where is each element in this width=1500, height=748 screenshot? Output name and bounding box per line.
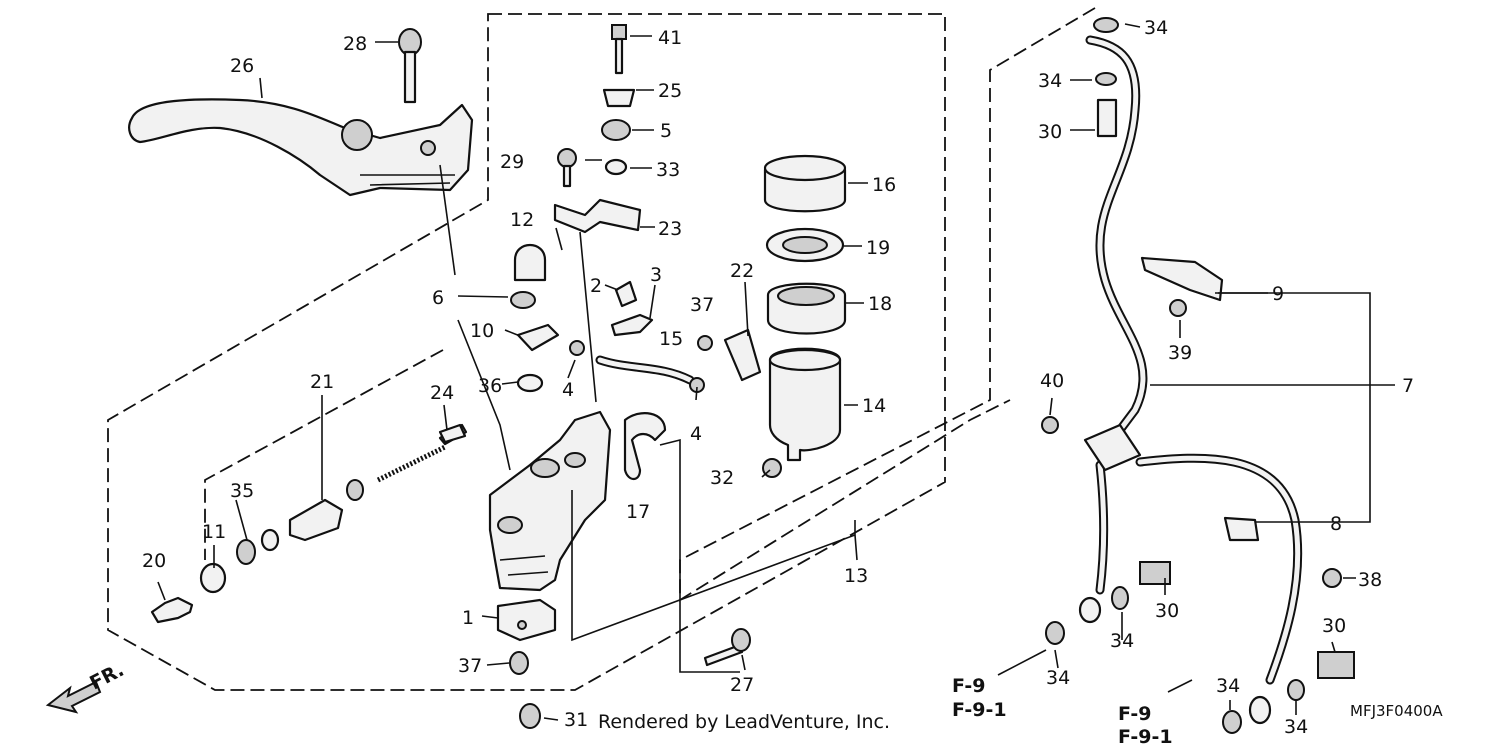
label-26: 26 [230,55,254,77]
label-30-top: 30 [1038,121,1062,143]
label-34-middle: 34 [1110,630,1134,652]
label-18: 18 [868,293,892,315]
label-40: 40 [1040,370,1064,392]
misc-bolts [509,628,751,729]
label-31: 31 [564,709,588,731]
label-38: 38 [1358,569,1382,591]
label-4-left: 4 [562,379,574,401]
brake-lever [128,98,474,197]
label-21: 21 [310,371,334,393]
label-32: 32 [710,467,734,489]
piston-set [150,423,468,624]
ref-f9-left[interactable]: F-9 [952,675,986,697]
brake-switch [496,598,557,642]
diagram-code: MFJ3F0400A [1350,702,1443,720]
holder-clamp [623,412,667,481]
label-34-second: 34 [1038,70,1062,92]
label-34-bottom-left: 34 [1216,675,1240,697]
label-2: 2 [590,275,602,297]
label-22: 22 [730,260,754,282]
label-37-upper: 37 [690,294,714,316]
pivot-bolt [398,28,422,104]
label-25: 25 [658,80,682,102]
label-27: 27 [730,674,754,696]
label-23: 23 [658,218,682,240]
front-label: FR. [86,659,127,695]
leader-lines [157,23,1395,721]
render-credit: Rendered by LeadVenture, Inc. [598,711,890,733]
brake-hoses [1041,17,1355,734]
label-30-middle: 30 [1155,600,1179,622]
label-24: 24 [430,382,454,404]
label-16: 16 [872,174,896,196]
reference-labels: F-9 F-9-1 F-9 F-9-1 [952,675,1173,748]
label-19: 19 [866,237,890,259]
assembly-outline-21 [204,349,444,560]
label-3: 3 [650,264,662,286]
label-13: 13 [844,565,868,587]
front-direction-arrow: FR. [45,659,128,714]
reservoir-hose [438,244,762,444]
label-33: 33 [656,159,680,181]
label-39: 39 [1168,342,1192,364]
reservoir-mount-parts [553,24,642,234]
label-17: 17 [626,501,650,523]
label-6: 6 [432,287,444,309]
label-41: 41 [658,27,682,49]
label-20: 20 [142,550,166,572]
label-9: 9 [1272,283,1284,305]
label-5: 5 [660,120,672,142]
label-14: 14 [862,395,886,417]
label-1: 1 [462,607,474,629]
label-36: 36 [478,375,502,397]
label-10: 10 [470,320,494,342]
assembly-outline-13 [107,13,946,691]
ref-f9-1-left[interactable]: F-9-1 [952,699,1007,721]
label-12: 12 [510,209,534,231]
reservoir [762,154,847,478]
ref-f9-1-right[interactable]: F-9-1 [1118,726,1173,748]
label-8: 8 [1330,513,1342,535]
label-34-top: 34 [1144,17,1168,39]
label-4-right: 4 [690,423,702,445]
label-15: 15 [659,328,683,350]
label-34-left: 34 [1046,667,1070,689]
master-cylinder-body [488,410,612,592]
part-labels: 26 28 41 25 5 29 33 16 23 12 19 22 2 3 6… [142,17,1414,738]
label-30-right: 30 [1322,615,1346,637]
label-34-bottom-right: 34 [1284,716,1308,738]
label-11: 11 [202,521,226,543]
label-35: 35 [230,480,254,502]
label-29: 29 [500,151,524,173]
label-28: 28 [343,33,367,55]
label-7: 7 [1402,375,1414,397]
ref-f9-right[interactable]: F-9 [1118,703,1152,725]
label-37-lower: 37 [458,655,482,677]
